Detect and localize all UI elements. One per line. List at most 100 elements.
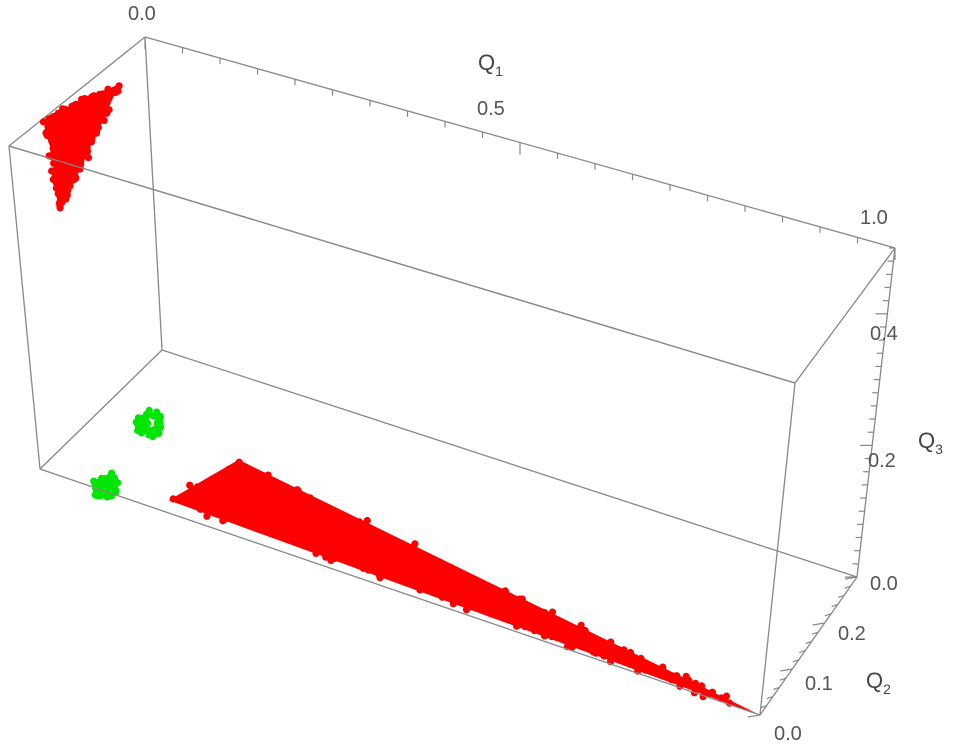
data-point-792: [415, 554, 423, 562]
data-point-601: [233, 470, 241, 478]
data-point-939: [145, 431, 153, 439]
data-point-860: [608, 643, 616, 652]
data-point-607: [620, 655, 628, 664]
data-point-847: [299, 527, 308, 535]
data-point-826: [364, 566, 372, 574]
data-point-806: [453, 572, 461, 580]
data-point-775: [253, 474, 261, 482]
data-point-587: [581, 626, 589, 635]
y-axis-title: Q2: [866, 668, 891, 697]
data-point-936: [138, 418, 146, 426]
data-point-691: [626, 648, 635, 657]
data-point-787: [273, 513, 281, 522]
data-point-819: [260, 472, 268, 480]
data-point-937: [145, 406, 153, 414]
data-point-861: [455, 593, 463, 601]
data-point-784: [294, 486, 302, 495]
data-point-887: [197, 504, 206, 512]
data-point-872: [513, 622, 521, 630]
data-point-858: [256, 502, 264, 510]
data-point-423: [58, 196, 66, 204]
y-tick-10: [812, 622, 825, 626]
data-point-399: [71, 159, 79, 167]
data-point-362: [105, 106, 113, 114]
data-point-756: [259, 527, 267, 535]
data-point-636: [536, 622, 544, 630]
data-point-620: [376, 536, 384, 544]
data-point-938: [155, 424, 164, 432]
data-point-838: [262, 482, 270, 490]
data-point-976: [105, 473, 113, 482]
data-point-789: [326, 546, 334, 554]
data-point-857: [460, 572, 468, 580]
data-point-422: [72, 174, 80, 183]
y-tick-1: [760, 705, 767, 709]
data-point-888: [403, 567, 411, 575]
data-point-717: [474, 579, 482, 587]
data-point-762: [436, 558, 444, 566]
data-point-436: [96, 105, 104, 113]
box-edge-HD: [8, 145, 41, 470]
data-point-854: [441, 566, 449, 574]
data-point-408: [65, 177, 73, 185]
data-point-796: [722, 692, 731, 700]
data-point-870: [202, 480, 210, 488]
data-point-808: [289, 523, 297, 531]
y-tick-14: [844, 585, 851, 589]
y-tick-8: [805, 640, 812, 644]
data-point-716: [430, 572, 438, 580]
data-point-807: [530, 625, 538, 634]
data-point-875: [583, 642, 591, 651]
data-point-881: [411, 540, 419, 548]
data-point-739: [216, 472, 224, 480]
data-point-688: [316, 543, 324, 551]
data-point-702: [267, 494, 275, 503]
data-point-476: [659, 663, 667, 671]
data-point-709: [235, 458, 243, 466]
x-tick-label-2: 1.0: [860, 207, 888, 229]
data-point-884: [505, 613, 513, 621]
y-tick-3: [773, 686, 780, 690]
data-point-414: [88, 93, 96, 101]
data-point-420: [83, 101, 92, 109]
data-point-893: [509, 599, 517, 607]
data-point-880: [277, 520, 285, 528]
data-point-705: [306, 535, 314, 543]
data-point-449: [71, 131, 79, 139]
data-point-563: [327, 538, 335, 546]
data-point-386: [83, 107, 91, 115]
data-point-973: [97, 479, 105, 488]
y-tick-0: [747, 714, 761, 718]
data-point-869: [467, 603, 475, 611]
data-point-657: [592, 649, 600, 657]
y-tick-label-0: 0.0: [774, 723, 802, 745]
data-point-708: [416, 586, 424, 594]
data-point-812: [698, 682, 706, 690]
box-edge-FH: [39, 349, 163, 470]
data-point-661: [597, 643, 605, 651]
data-point-803: [391, 558, 399, 566]
data-point-892: [344, 550, 352, 558]
data-point-935: [150, 412, 158, 420]
data-point-651: [396, 544, 404, 553]
data-point-798: [264, 506, 272, 514]
data-point-897: [354, 561, 362, 570]
data-point-435: [57, 175, 65, 183]
data-point-718: [473, 604, 481, 612]
plot-box-back-edges: [8, 36, 896, 578]
data-point-346: [60, 151, 68, 159]
data-point-672: [548, 633, 556, 641]
y-tick-label-2: 0.2: [838, 623, 866, 645]
data-point-724: [331, 554, 339, 563]
data-point-406: [70, 165, 78, 173]
y-tick-5: [780, 668, 793, 672]
data-point-712: [205, 503, 213, 511]
data-point-840: [317, 506, 325, 514]
data-point-835: [240, 478, 248, 486]
x-tick-label-0: 0.0: [128, 3, 156, 25]
data-point-767: [180, 495, 189, 503]
data-point-748: [209, 477, 217, 486]
data-point-867: [297, 511, 306, 519]
data-point-886: [373, 550, 381, 558]
data-point-855: [395, 570, 403, 578]
